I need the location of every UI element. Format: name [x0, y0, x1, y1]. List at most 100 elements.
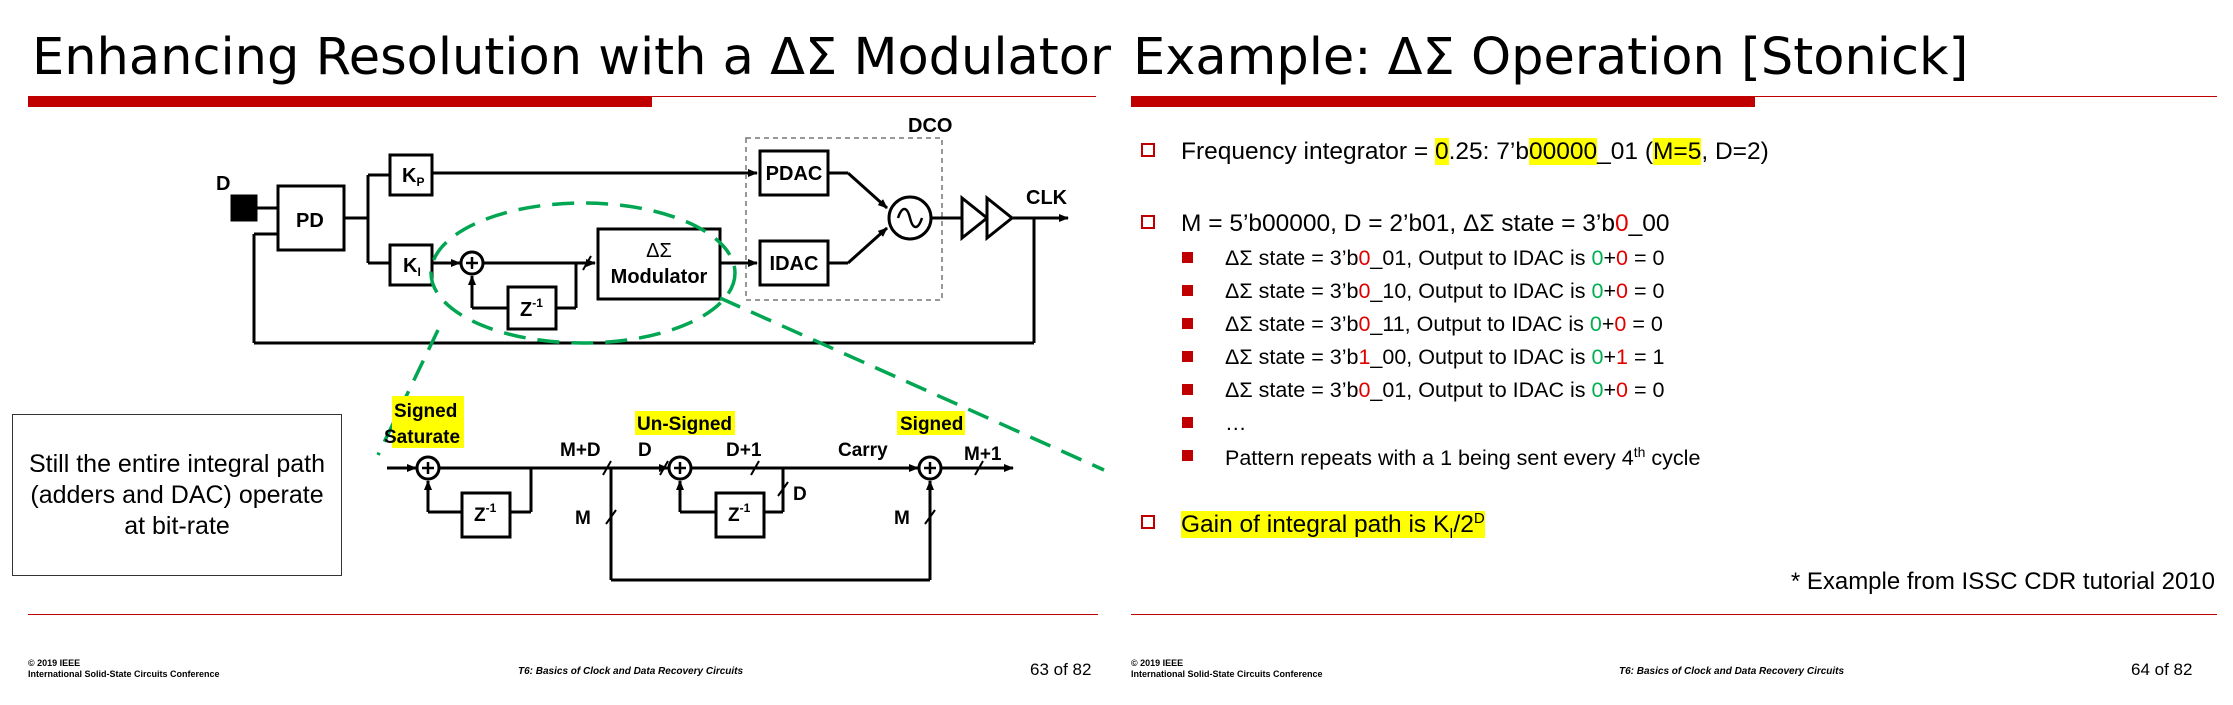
output-result: = 0 [1626, 312, 1663, 336]
output-green: 0 [1591, 345, 1604, 369]
copyright-line-1: © 2019 IEEE [28, 658, 81, 668]
pd-label: PD [296, 210, 324, 232]
footer-course: T6: Basics of Clock and Data Recovery Ci… [518, 666, 744, 677]
bullet-frequency-integrator: Frequency integrator = 0.25: 7’b00000_01… [1141, 138, 1769, 166]
input-pin [230, 194, 258, 222]
state-prefix: ΔΣ state = 3’b [1225, 378, 1359, 402]
output-result: = 0 [1628, 279, 1665, 303]
state-msb: 0 [1358, 312, 1371, 336]
svg-text:Z-1: Z-1 [474, 501, 497, 526]
bullet1-highlight-m: M=5 [1652, 138, 1702, 165]
bullet1-highlight-zero: 0 [1434, 138, 1449, 165]
sub-bullet-ellipsis: … [1182, 411, 1247, 436]
integral-path-detail-diagram: Signed Saturate Un-Signed Signed M+D D D… [384, 396, 1014, 582]
output-green: 0 [1589, 312, 1602, 336]
state-msb: 0 [1358, 279, 1371, 303]
sub-bullet-pattern: Pattern repeats with a 1 being sent ever… [1182, 444, 1700, 471]
title-underline-thin [1755, 96, 2217, 97]
m-label-1: M [575, 508, 591, 529]
bullet1-tail: , D=2) [1701, 138, 1769, 165]
z-superscript-1: -1 [532, 296, 543, 310]
footer-rule [1131, 614, 2217, 615]
z-label-1: Z [520, 299, 532, 321]
signed-label: Signed [900, 414, 963, 435]
pdac-block [758, 149, 830, 197]
dco-label: DCO [908, 115, 952, 137]
output-red: 0 [1614, 312, 1627, 336]
state-prefix: ΔΣ state = 3’b [1225, 246, 1359, 270]
zoom-leader-right [719, 296, 1105, 472]
d-feedback-label: D [793, 484, 807, 505]
output-result: = 1 [1628, 345, 1665, 369]
idac-label: IDAC [770, 253, 819, 275]
state-prefix: ΔΣ state = 3’b [1225, 312, 1359, 336]
state-prefix: ΔΣ state = 3’b [1225, 345, 1359, 369]
bullet2-tail: _00 [1628, 210, 1670, 237]
pattern-superscript: th [1633, 444, 1646, 460]
sub-bullet-marker [1182, 318, 1193, 329]
bullet-initial-state: M = 5’b00000, D = 2’b01, ΔΣ state = 3’b0… [1141, 210, 1670, 238]
modulator-label-2: Modulator [611, 266, 708, 288]
modulator-label-1: ΔΣ [646, 240, 672, 262]
footer-course: T6: Basics of Clock and Data Recovery Ci… [1619, 666, 1845, 677]
output-red: 1 [1616, 345, 1628, 369]
output-red: 0 [1616, 279, 1628, 303]
sub-bullet-1: ΔΣ state = 3’b0_01, Output to IDAC is 0+… [1182, 246, 1665, 271]
gain-mid: /2 [1453, 511, 1474, 539]
footer-copyright: © 2019 IEEE International Solid-State Ci… [1131, 658, 1323, 680]
sub-bullet-5: ΔΣ state = 3’b0_01, Output to IDAC is 0+… [1182, 378, 1665, 403]
idac-block [758, 239, 830, 287]
output-green: 0 [1591, 378, 1604, 402]
bullet2-prefix: M = 5’b00000, D = 2’b01, ΔΣ state = 3’b [1181, 210, 1615, 237]
copyright-line-2: International Solid-State Circuits Confe… [1131, 669, 1323, 679]
state-mid: _00, Output to IDAC is [1370, 345, 1592, 369]
sub-bullet-marker [1182, 450, 1193, 461]
svg-text:Z-1: Z-1 [728, 501, 751, 526]
note-text: Still the entire integral path (adders a… [28, 449, 325, 540]
bullet-marker [1141, 515, 1155, 529]
kp-block [388, 153, 434, 197]
carry-label: Carry [838, 440, 888, 461]
state-mid: _01, Output to IDAC is [1370, 378, 1592, 402]
title-underline-thick [1131, 96, 1755, 107]
ki-block [388, 243, 434, 287]
state-mid: _10, Output to IDAC is [1370, 279, 1592, 303]
sub-bullet-marker [1182, 351, 1193, 362]
signed-saturate-label-2: Saturate [384, 427, 460, 448]
sub-bullet-marker [1182, 384, 1193, 395]
d-plus-1-label: D+1 [726, 440, 762, 461]
pdac-label: PDAC [766, 163, 823, 185]
svg-text:KP: KP [402, 165, 424, 189]
state-mid: _01, Output to IDAC is [1370, 246, 1592, 270]
title-underline-thin [652, 96, 1096, 97]
slide-64: Example: ΔΣ Operation [Stonick] Frequenc… [1117, 0, 2233, 705]
svg-text:KI: KI [403, 255, 421, 279]
pattern-text: Pattern repeats with a 1 being sent ever… [1225, 446, 1634, 471]
output-plus: + [1603, 246, 1617, 270]
output-green: 0 [1591, 279, 1604, 303]
sub-bullet-4: ΔΣ state = 3’b1_00, Output to IDAC is 0+… [1182, 345, 1665, 370]
output-result: = 0 [1628, 246, 1665, 270]
page-number: 64 of 82 [2131, 660, 2193, 679]
m-plus-d-label: M+D [560, 440, 601, 461]
svg-text:Z-1: Z-1 [520, 296, 543, 321]
z-label-3: Z [728, 505, 740, 526]
signed-highlight [897, 411, 965, 435]
output-plus: + [1601, 312, 1615, 336]
note-box: Still the entire integral path (adders a… [12, 414, 342, 576]
state-prefix: ΔΣ state = 3’b [1225, 279, 1359, 303]
output-result: = 0 [1628, 378, 1665, 402]
sub-bullet-marker [1182, 252, 1193, 263]
bullet2-red-bit: 0 [1615, 210, 1629, 237]
bullet-gain: Gain of integral path is KI/2D [1141, 510, 1485, 542]
sub-bullet-marker [1182, 417, 1193, 428]
ki-subscript: I [417, 265, 420, 279]
ellipsis-text: … [1225, 411, 1247, 435]
signed-saturate-label-1: Signed [394, 401, 457, 422]
slide-63: Enhancing Resolution with a ΔΣ Modulator [0, 0, 1116, 705]
slide-title: Enhancing Resolution with a ΔΣ Modulator [32, 28, 1111, 87]
dco-dashed-box [745, 137, 943, 301]
bullet1-mid: .25: 7’b [1448, 138, 1529, 165]
input-d-label: D [216, 173, 230, 195]
signed-saturate-highlight [392, 396, 464, 448]
